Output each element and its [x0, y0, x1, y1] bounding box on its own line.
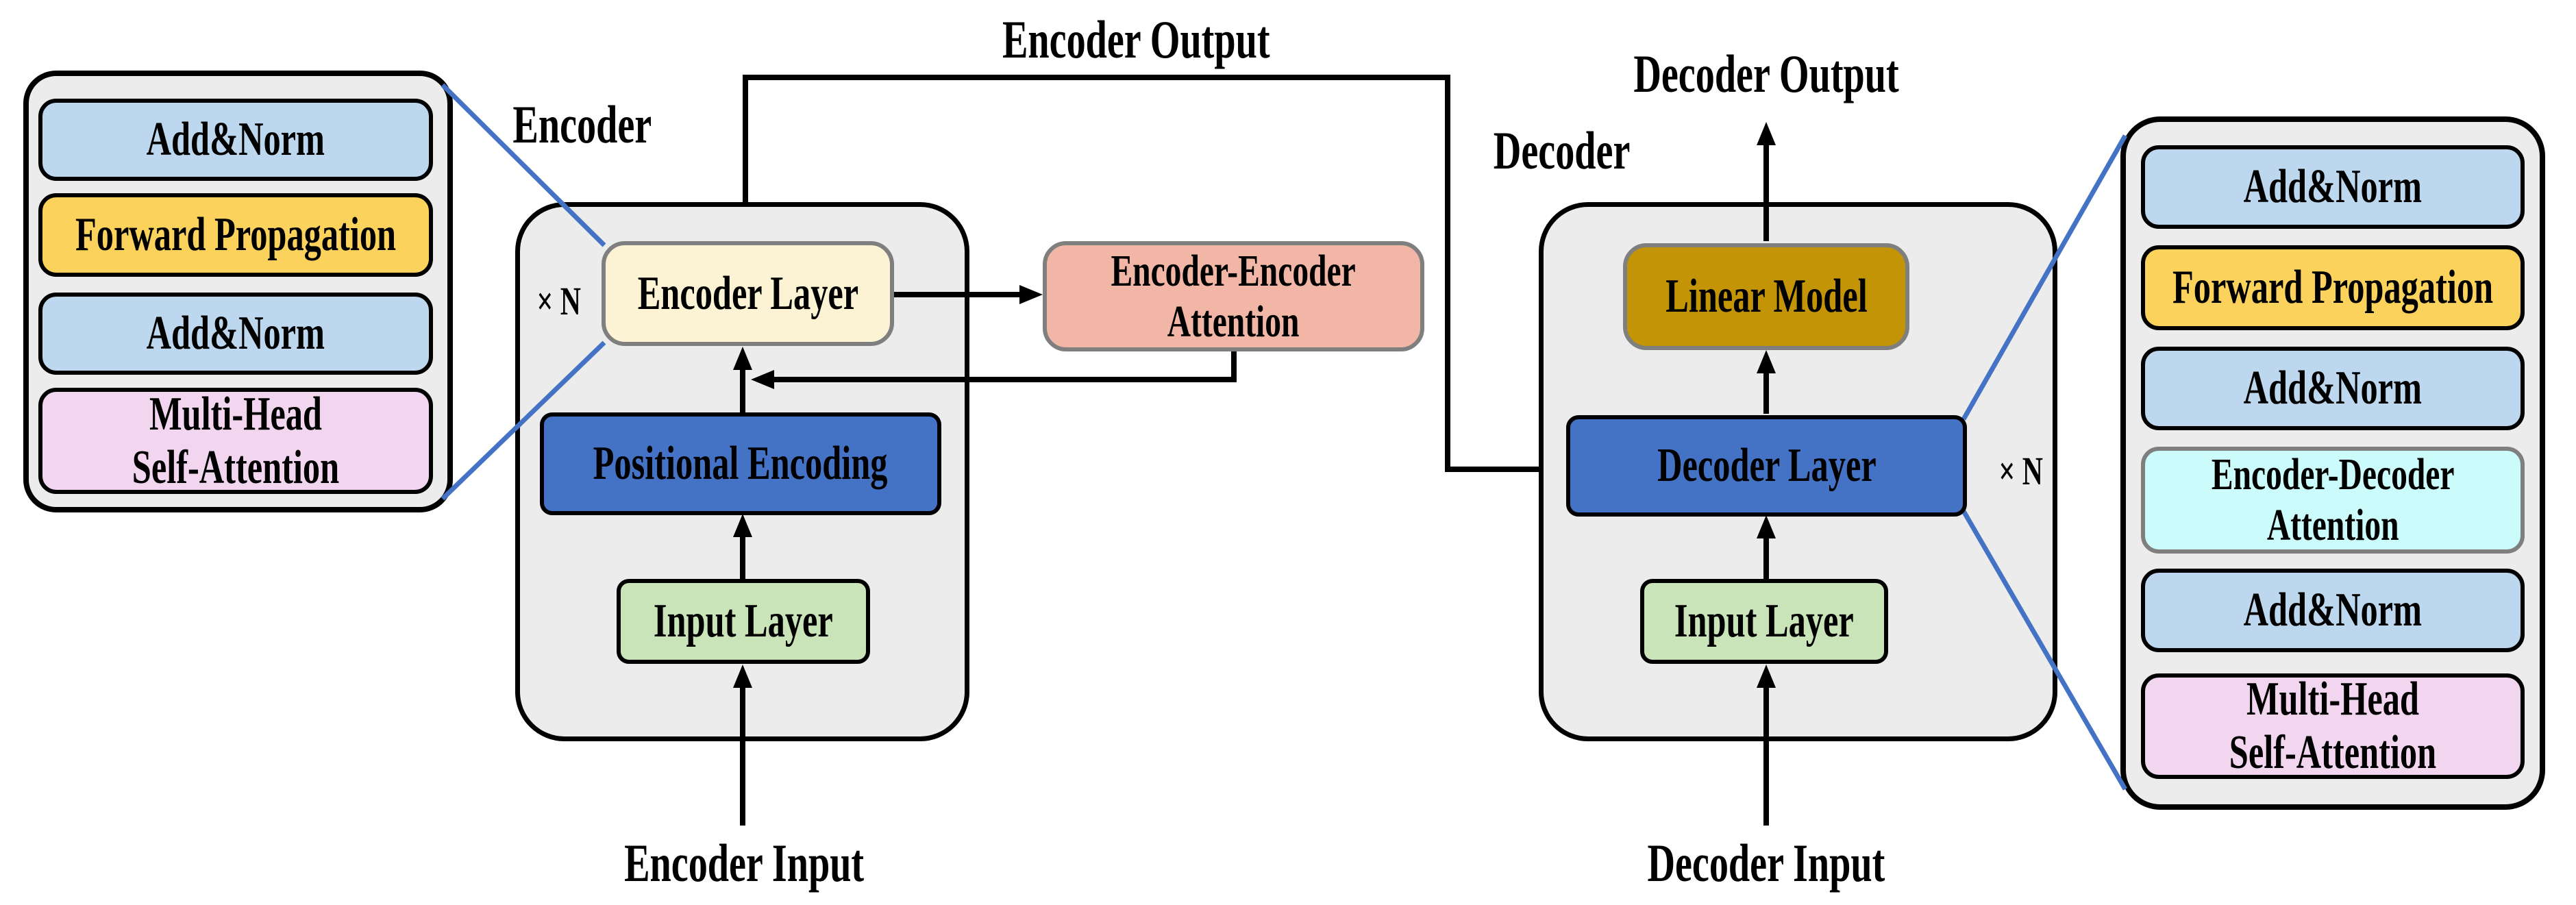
encoder-input-label: Encoder Input: [623, 833, 865, 893]
add-norm-label: Add&Norm: [2243, 160, 2423, 213]
multi-head-self-attention-box: Multi-Head Self-Attention: [38, 388, 433, 494]
multi-head-line1: Multi-Head: [2246, 673, 2419, 726]
encoder-decoder-attention-line2: Attention: [2266, 500, 2399, 550]
multi-head-line2: Self-Attention: [2229, 726, 2437, 779]
encoder-input-layer-label: Input Layer: [654, 595, 833, 647]
arrowhead-encoder-layer: [733, 347, 752, 370]
multi-head-line1: Multi-Head: [149, 387, 322, 441]
arrowhead-decoder-input: [1757, 665, 1776, 688]
forward-propagation-box: Forward Propagation: [38, 193, 433, 277]
blue-connector-lines: [441, 83, 2128, 791]
forward-propagation-box: Forward Propagation: [2141, 245, 2525, 330]
add-norm-label: Add&Norm: [146, 113, 325, 166]
connector-left-panel-top: [441, 83, 606, 247]
multi-head-line2: Self-Attention: [132, 441, 340, 494]
linear-model-label: Linear Model: [1665, 270, 1868, 323]
multi-head-self-attention-box: Multi-Head Self-Attention: [2141, 673, 2525, 779]
decoder-layer-label: Decoder Layer: [1657, 439, 1877, 492]
decoder-input-layer-label: Input Layer: [1674, 595, 1854, 647]
encoder-encoder-attention-line1: Encoder-Encoder: [1111, 245, 1357, 296]
arrowhead-encoder-positional: [733, 514, 752, 537]
add-norm-box: Add&Norm: [38, 293, 433, 375]
arrowheads: [733, 122, 1776, 688]
decoder-section-label: Decoder: [1494, 121, 1631, 180]
encoder-decoder-attention-line1: Encoder-Decoder: [2211, 449, 2455, 499]
add-norm-box: Add&Norm: [2141, 145, 2525, 229]
positional-encoding-label: Positional Encoding: [593, 437, 888, 490]
encoder-layer-box: Encoder Layer: [602, 241, 894, 346]
decoder-output-label: Decoder Output: [1633, 44, 1899, 103]
arrowhead-linear-model: [1757, 350, 1776, 373]
arrowhead-decoder-layer: [1757, 515, 1776, 538]
arrowhead-attention-return: [751, 370, 774, 389]
encoder-layer-label: Encoder Layer: [637, 266, 858, 320]
add-norm-label: Add&Norm: [2243, 584, 2423, 636]
encoder-output-path: [743, 75, 1543, 472]
forward-propagation-label: Forward Propagation: [2172, 261, 2494, 314]
attention-return-line: [774, 351, 1237, 382]
forward-propagation-label: Forward Propagation: [75, 208, 397, 261]
decoder-multiplier-label: × N: [1998, 448, 2044, 493]
encoder-decoder-attention-box: Encoder-Decoder Attention: [2141, 447, 2525, 554]
connector-left-panel-bottom: [441, 340, 606, 501]
encoder-multiplier-label: × N: [536, 278, 582, 323]
add-norm-box: Add&Norm: [38, 99, 433, 181]
encoder-section-label: Encoder: [512, 95, 652, 154]
add-norm-label: Add&Norm: [2243, 362, 2423, 414]
arrowhead-decoder-output: [1757, 122, 1776, 145]
encoder-input-layer-box: Input Layer: [617, 579, 870, 664]
arrowhead-encoder-input: [733, 665, 752, 688]
add-norm-box: Add&Norm: [2141, 347, 2525, 430]
multi-head-self-attention-label: Multi-Head Self-Attention: [2229, 673, 2436, 780]
connector-right-panel-top: [1961, 134, 2128, 421]
linear-model-box: Linear Model: [1623, 243, 1909, 350]
encoder-output-label: Encoder Output: [1002, 10, 1270, 69]
decoder-input-label: Decoder Input: [1647, 833, 1885, 893]
encoder-encoder-attention-line2: Attention: [1167, 296, 1300, 347]
connector-right-panel-bottom: [1961, 510, 2128, 791]
add-norm-box: Add&Norm: [2141, 569, 2525, 652]
decoder-layer-box: Decoder Layer: [1566, 415, 1967, 517]
positional-encoding-box: Positional Encoding: [540, 412, 941, 515]
multi-head-self-attention-label: Multi-Head Self-Attention: [132, 388, 339, 495]
black-flow-lines: [740, 75, 1769, 826]
decoder-input-layer-box: Input Layer: [1640, 579, 1888, 664]
arrowhead-into-attention: [1019, 285, 1043, 304]
encoder-encoder-attention-box: Encoder-Encoder Attention: [1043, 241, 1424, 351]
add-norm-label: Add&Norm: [146, 307, 325, 360]
